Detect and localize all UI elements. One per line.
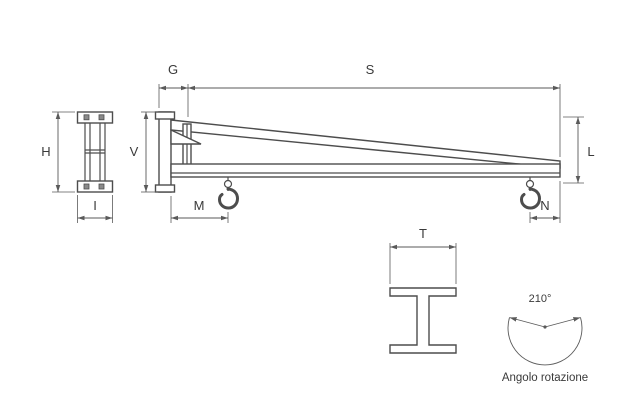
dimension-g: G: [158, 62, 189, 117]
front-bottom-plate: [76, 180, 114, 193]
dim-label-i: I: [93, 198, 97, 213]
wall-plate-bottom-cap: [154, 184, 176, 193]
dimension-n: N: [529, 181, 561, 223]
wall-plate: [158, 111, 172, 193]
dim-label-l: L: [587, 144, 594, 159]
bolt-mark: [83, 183, 90, 190]
dimension-m: M: [170, 196, 229, 223]
dim-label-m: M: [194, 198, 205, 213]
rotation-arc: [507, 317, 583, 366]
boom-top-chord: [170, 119, 561, 169]
i-beam-profile: [389, 287, 457, 354]
track-beam: [170, 163, 561, 178]
dimension-t: T: [389, 226, 457, 284]
hook-left: [217, 177, 240, 210]
rotation-angle-value: 210°: [529, 293, 552, 305]
dimension-i: I: [77, 195, 113, 223]
bolt-mark: [98, 183, 105, 190]
dimension-h: H: [41, 111, 75, 193]
hook-right: [519, 177, 542, 210]
corner-gusset: [170, 128, 202, 145]
dim-label-t: T: [419, 226, 427, 241]
dimension-v: V: [130, 111, 157, 193]
dimension-l: L: [563, 116, 595, 184]
dimension-s: S: [188, 62, 561, 157]
rotation-limit-arm: [509, 317, 546, 328]
hook-eye: [223, 179, 233, 189]
hook-body: [217, 187, 240, 210]
rotation-caption: Angolo rotazione: [502, 372, 588, 384]
hook-body: [519, 187, 542, 210]
dim-label-g: G: [168, 62, 178, 77]
bolt-mark: [98, 114, 105, 121]
rotation-limit-arm: [544, 317, 581, 328]
dim-label-h: H: [41, 144, 50, 159]
rotation-angle-diagram: 210° Angolo rotazione: [502, 293, 588, 384]
front-view-wall-bracket: [76, 111, 114, 193]
side-view-jib-crane: [154, 111, 561, 210]
dim-label-v: V: [130, 144, 139, 159]
bolt-mark: [83, 114, 90, 121]
rotation-pivot-dot: [543, 325, 547, 329]
dim-label-s: S: [366, 62, 375, 77]
wall-plate-top-cap: [154, 111, 176, 120]
hook-eye: [525, 179, 535, 189]
front-top-plate: [76, 111, 114, 124]
beam-cross-section-view: [389, 287, 457, 354]
dim-label-n: N: [540, 198, 549, 213]
